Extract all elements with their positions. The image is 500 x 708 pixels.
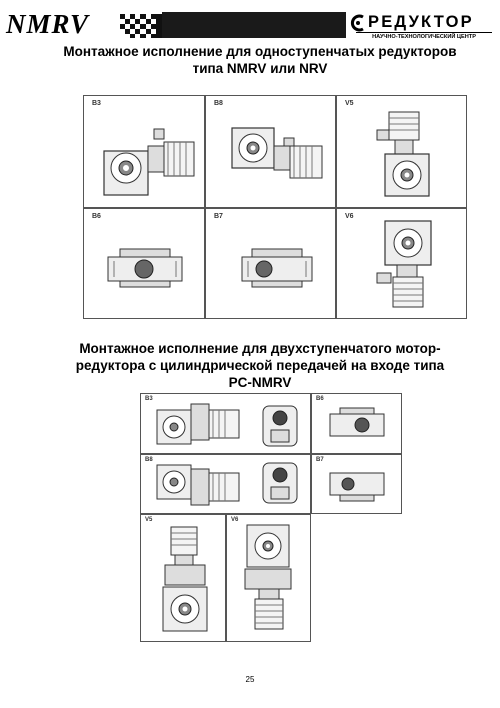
mounting-cell-v6: V6 bbox=[336, 208, 467, 319]
gearbox-drawing-b3 bbox=[156, 403, 298, 447]
section2-title-line1: Монтажное исполнение для двухступенчатог… bbox=[79, 341, 441, 356]
section2-title-line2: редуктора с цилиндрической передачей на … bbox=[75, 358, 445, 373]
cell-label: B6 bbox=[92, 213, 101, 220]
gear-icon bbox=[350, 14, 364, 32]
gearbox-drawing-v6 bbox=[244, 524, 292, 630]
cell-label: B7 bbox=[214, 213, 223, 220]
cell-label: V6 bbox=[345, 213, 354, 220]
mounting-cell-v6: V6 bbox=[226, 514, 311, 642]
section1-title-line1: Монтажное исполнение для одноступенчатых… bbox=[63, 44, 457, 59]
cell-label: B7 bbox=[316, 457, 324, 463]
cell-label: B8 bbox=[145, 457, 153, 463]
cell-label: B8 bbox=[214, 100, 223, 107]
mounting-cell-b3: B3 bbox=[83, 95, 205, 208]
mounting-cell-b8: B8 bbox=[205, 95, 336, 208]
cell-label: V6 bbox=[231, 517, 239, 523]
mounting-cell-b7: B7 bbox=[311, 454, 402, 514]
brand-logo-text: NMRV bbox=[6, 9, 90, 39]
gearbox-drawing-b7 bbox=[241, 248, 313, 288]
cell-label: B3 bbox=[92, 100, 101, 107]
logo-wordmark: РЕДУКТОР bbox=[368, 13, 474, 31]
gearbox-drawing-b7 bbox=[329, 472, 385, 502]
mounting-cell-v5: V5 bbox=[336, 95, 467, 208]
logo-subtitle: НАУЧНО-ТЕХНОЛОГИЧЕСКИЙ ЦЕНТР bbox=[356, 32, 492, 42]
cell-label: V5 bbox=[145, 517, 153, 523]
gearbox-drawing-b6 bbox=[107, 248, 183, 288]
section1-title-line2: типа NMRV или NRV bbox=[192, 61, 328, 76]
gearbox-drawing-v5 bbox=[376, 111, 430, 197]
section2-title-line3: PC-NMRV bbox=[228, 375, 292, 390]
gearbox-drawing-v5 bbox=[162, 526, 208, 632]
mounting-cell-b6: B6 bbox=[311, 393, 402, 454]
cell-label: V5 bbox=[345, 100, 354, 107]
gearbox-drawing-b8 bbox=[231, 127, 323, 179]
mounting-cell-b8: B8 bbox=[140, 454, 311, 514]
cell-label: B3 bbox=[145, 396, 153, 402]
gearbox-drawing-b8 bbox=[156, 462, 298, 506]
mounting-cell-b6: B6 bbox=[83, 208, 205, 319]
cell-label: B6 bbox=[316, 396, 324, 402]
mounting-cell-b7: B7 bbox=[205, 208, 336, 319]
company-logo bbox=[346, 12, 492, 38]
mounting-cell-v5: V5 bbox=[140, 514, 226, 642]
page-number: 25 bbox=[245, 675, 255, 684]
mounting-cell-b3: B3 bbox=[140, 393, 311, 454]
gearbox-drawing-b6 bbox=[329, 407, 385, 437]
checkered-flag-icon bbox=[116, 12, 162, 38]
gearbox-drawing-b3 bbox=[103, 128, 195, 196]
gearbox-drawing-v6 bbox=[376, 220, 432, 308]
